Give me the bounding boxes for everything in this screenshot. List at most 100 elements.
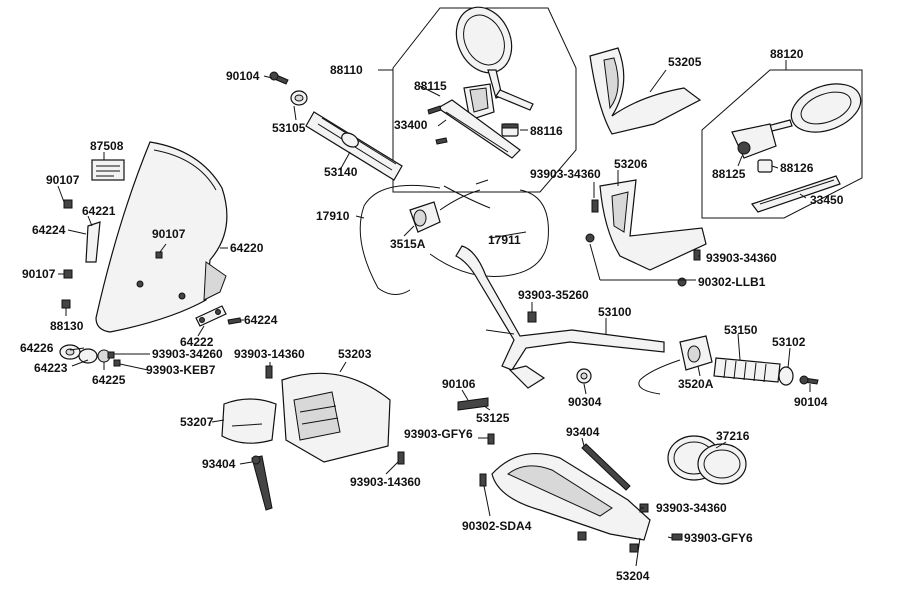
handlebar-53100 <box>455 245 665 389</box>
label-93903-GFY6-b: 93903-GFY6 <box>684 531 753 545</box>
label-64220: 64220 <box>230 241 264 255</box>
label-53100: 53100 <box>598 305 632 319</box>
label-64225: 64225 <box>92 373 126 387</box>
label-53206: 53206 <box>614 157 648 171</box>
label-88110: 88110 <box>330 63 363 77</box>
label-93903-35260: 93903-35260 <box>518 288 589 302</box>
label-88116: 88116 <box>530 124 563 138</box>
label-93903-34360-c: 93903-34360 <box>656 501 727 515</box>
inset-frame-88120 <box>701 69 863 219</box>
label-17910: 17910 <box>316 209 350 223</box>
bar-end-53102 <box>778 366 794 386</box>
label-93903-GFY6-a: 93903-GFY6 <box>404 427 473 441</box>
label-53102: 53102 <box>772 335 806 349</box>
label-64224-a: 64224 <box>32 223 66 237</box>
label-3520A: 3520A <box>678 377 714 391</box>
mirror-base-88125 <box>731 123 777 159</box>
label-64226: 64226 <box>20 341 54 355</box>
label-64224-b: 64224 <box>244 313 278 327</box>
label-93404-a: 93404 <box>566 425 600 439</box>
label-88130: 88130 <box>50 319 84 333</box>
label-53205: 53205 <box>668 55 702 69</box>
upper-cover-53205 <box>589 47 702 135</box>
lower-cover-53206 <box>599 179 707 271</box>
bolt-93404-left <box>251 455 273 511</box>
label-90304: 90304 <box>568 395 602 409</box>
bolt-90106 <box>457 397 489 411</box>
windshield-64220 <box>95 141 228 333</box>
label-90302-SDA4: 90302-SDA4 <box>462 519 532 533</box>
throttle-grip-53150 <box>713 357 781 383</box>
collar-90304 <box>576 368 592 384</box>
label-93903-14360-a: 93903-14360 <box>234 347 305 361</box>
label-decal-87508 <box>91 159 125 181</box>
bar-end-53105 <box>290 90 308 106</box>
label-64221: 64221 <box>82 204 116 218</box>
label-90106: 90106 <box>442 377 476 391</box>
mirror-adapter-88115 <box>463 83 495 121</box>
label-33400: 33400 <box>394 118 428 132</box>
label-53204: 53204 <box>616 569 650 583</box>
label-90104-top: 90104 <box>226 69 260 83</box>
label-90107-b: 90107 <box>152 227 186 241</box>
cable-17910 <box>359 184 491 295</box>
meter-cover-53204 <box>491 452 651 541</box>
label-88120: 88120 <box>770 47 804 61</box>
label-53140: 53140 <box>324 165 358 179</box>
label-37216: 37216 <box>716 429 750 443</box>
label-17911: 17911 <box>488 233 521 247</box>
bolt-90104-top <box>269 71 289 85</box>
screw-88110-box-2 <box>435 137 448 145</box>
label-87508: 87508 <box>90 139 124 153</box>
label-90302-LLB1: 90302-LLB1 <box>698 275 766 289</box>
switch-3520A <box>638 335 713 395</box>
label-64222: 64222 <box>180 335 214 349</box>
label-3515A: 3515A <box>390 237 426 251</box>
bolt-93404-right <box>581 443 631 491</box>
grip-53140 <box>305 111 403 181</box>
label-90107-a: 90107 <box>46 173 80 187</box>
label-93903-14360-b: 93903-14360 <box>350 475 421 489</box>
mirror-cover-33450 <box>751 175 841 213</box>
label-53105: 53105 <box>272 121 306 135</box>
label-53150: 53150 <box>724 323 758 337</box>
bolt-90104-right <box>799 375 819 385</box>
label-53207: 53207 <box>180 415 214 429</box>
label-88126: 88126 <box>780 161 814 175</box>
washer-64226 <box>59 344 81 360</box>
screw-93903-35260 <box>527 311 537 323</box>
label-88125: 88125 <box>712 167 746 181</box>
label-93903-KEB7: 93903-KEB7 <box>146 363 216 377</box>
leader-lines <box>57 60 811 567</box>
switch-3515A <box>409 189 481 233</box>
label-90104-right: 90104 <box>794 395 828 409</box>
mirror-right-88120 <box>759 83 862 135</box>
nut-88116 <box>501 123 519 137</box>
label-53125: 53125 <box>476 411 510 425</box>
mirror-left-88110 <box>455 6 534 111</box>
cable-17911 <box>429 179 549 278</box>
label-64223: 64223 <box>34 361 68 375</box>
meter-cover-53207 <box>221 398 277 444</box>
label-33450: 33450 <box>810 193 844 207</box>
bracket-64221 <box>85 221 101 263</box>
label-90107-c: 90107 <box>22 267 56 281</box>
label-93404-b: 93404 <box>202 457 236 471</box>
mirror-cover-33400 <box>436 99 521 159</box>
label-93903-34260: 93903-34260 <box>152 347 223 361</box>
label-53203: 53203 <box>338 347 372 361</box>
label-93903-34360-b: 93903-34360 <box>706 251 777 265</box>
washer-64223 <box>78 348 98 364</box>
inset-frame-88110 <box>392 7 577 193</box>
screw-88110-box <box>427 105 442 115</box>
label-88115: 88115 <box>414 79 447 93</box>
gasket-37216 <box>667 435 747 485</box>
nut-88126 <box>757 159 773 173</box>
screw-64224 <box>227 317 242 325</box>
meter-housing-53203 <box>281 372 391 463</box>
label-93903-34360-a: 93903-34360 <box>530 167 601 181</box>
screws-meter <box>265 365 405 465</box>
nuts-93903 <box>107 351 121 367</box>
